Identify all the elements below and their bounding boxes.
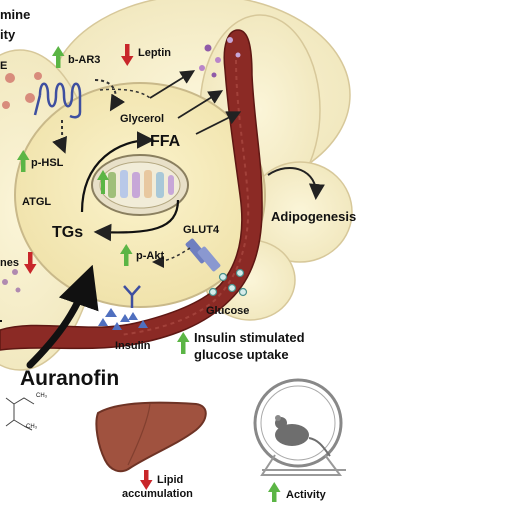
insulin-stim-up-arrow <box>177 332 190 354</box>
ch3-label-b: CH₃ <box>26 424 38 430</box>
receptor-signal-arrow <box>94 79 126 112</box>
glut4-label: GLUT4 <box>183 224 220 236</box>
activity-label: Activity <box>286 489 326 501</box>
insulin-stim-label-1: Insulin stimulated <box>194 330 305 345</box>
leptin-dashed-arrow <box>99 88 151 99</box>
b-ar3-receptor-icon <box>33 82 82 119</box>
glucose-particles <box>208 268 248 297</box>
leptin-label: Leptin <box>138 47 171 59</box>
tg-to-ffa-arrow <box>80 131 155 213</box>
e-top-label: E <box>0 60 8 72</box>
ffa-label: FFA <box>150 133 181 150</box>
mito-increase-arrow <box>97 170 109 194</box>
insulin-particles <box>98 308 148 330</box>
insulin-stim-label-2: glucose uptake <box>194 347 289 362</box>
insulin-receptor-icon <box>123 285 141 308</box>
lipid-label-1: Lipid <box>157 474 184 486</box>
p-hsl-label: p-HSL <box>31 157 64 169</box>
tgs-label: TGs <box>52 224 84 241</box>
leptin-release-arrow <box>149 70 196 99</box>
auranofin-structure-icon <box>5 397 35 431</box>
glucose-label: Glucose <box>206 305 250 317</box>
nes-down-arrow <box>24 252 37 274</box>
mouse-icon <box>275 415 331 457</box>
ffa-arrow <box>195 111 242 135</box>
glucose-uptake-dashed-arrow <box>152 247 191 268</box>
glycerol-arrow <box>177 90 224 119</box>
b-ar3-label: b-AR3 <box>68 54 101 66</box>
receptor-to-hsl-arrow <box>52 119 67 154</box>
nes-label: nes <box>0 257 19 269</box>
glut4-transporter-icon <box>185 238 221 272</box>
ffa-to-tg-arrow <box>93 199 180 242</box>
auranofin-action-arrow <box>26 264 99 369</box>
running-wheel-icon <box>253 378 346 476</box>
activity-top-label: ity <box>0 27 16 42</box>
adipogenesis-arrow <box>267 167 325 200</box>
adipogenesis-label: Adipogenesis <box>271 209 357 224</box>
p-akt-up-arrow <box>120 244 133 266</box>
amine-label: mine <box>0 7 31 22</box>
b-ar3-up-arrow <box>52 46 65 68</box>
lipid-down-arrow <box>140 470 153 490</box>
glycerol-label: Glycerol <box>120 113 165 125</box>
p-hsl-up-arrow <box>17 150 30 172</box>
left-particles <box>2 72 42 293</box>
liver-icon <box>95 401 207 473</box>
p-akt-label: p-Akt <box>136 250 165 262</box>
activity-up-arrow <box>268 482 281 502</box>
atgl-label: ATGL <box>22 196 52 208</box>
leptin-down-arrow <box>121 44 134 66</box>
auranofin-label: Auranofin <box>20 367 120 390</box>
insulin-label: Insulin <box>115 340 151 352</box>
leptin-particles <box>199 44 221 78</box>
blood-vessel <box>0 29 263 351</box>
ch3-label-a: CH₃ <box>36 393 48 399</box>
lipid-label-2: accumulation <box>122 488 193 500</box>
mitochondrion-icon <box>91 154 189 216</box>
